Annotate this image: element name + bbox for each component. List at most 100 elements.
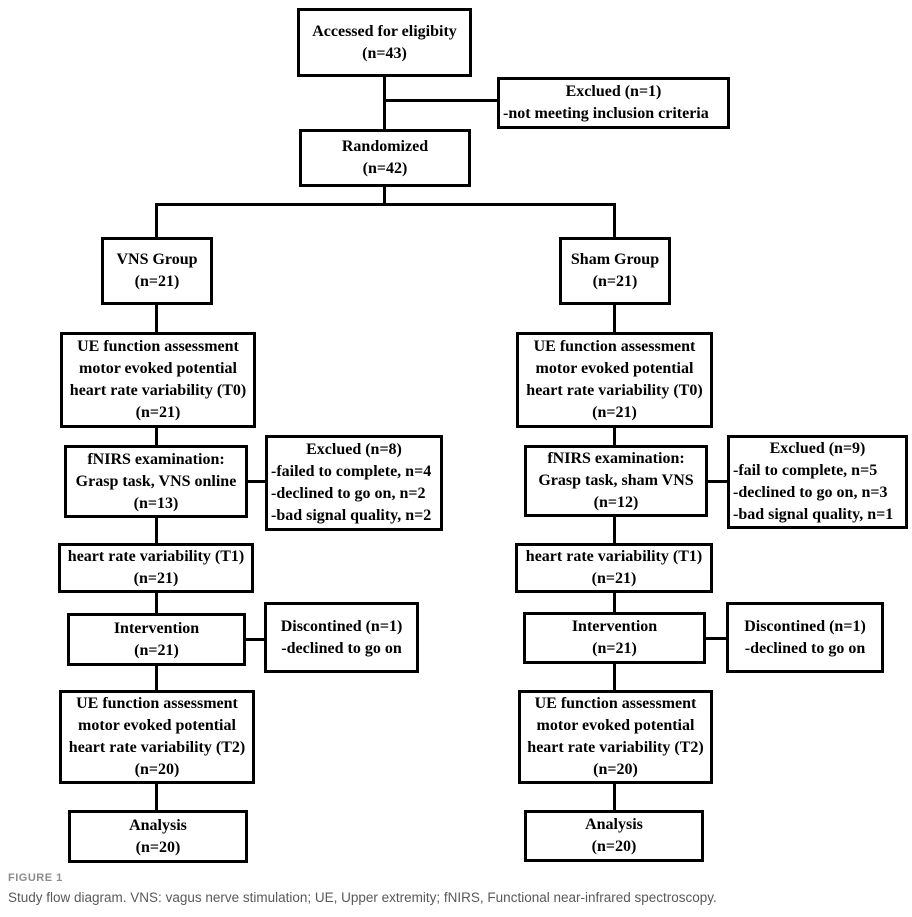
- connector-randomized-split: [383, 184, 386, 206]
- box-count: (n=21): [592, 273, 638, 290]
- connector-vns-t1-intervention: [155, 590, 158, 615]
- box-count: (n=20): [591, 838, 637, 855]
- box-excluded-screening: Exclued (n=1) -not meeting inclusion cri…: [497, 77, 730, 129]
- connector-sham-intervention-discontinued: [703, 637, 729, 640]
- connector-vns-fnirs-t1: [155, 516, 158, 545]
- box-text: Discontined (n=1): [744, 617, 866, 635]
- figure-caption-label: FIGURE 1: [8, 872, 63, 884]
- connector-shamgroup-t0: [613, 302, 616, 334]
- box-text: motor evoked potential: [79, 360, 237, 377]
- box-text: Intervention: [571, 618, 658, 635]
- box-text: VNS Group: [116, 251, 198, 268]
- figure-caption: FIGURE 1 Study flow diagram. VNS: vagus …: [8, 872, 717, 905]
- box-sham-analysis: Analysis (n=20): [524, 810, 704, 862]
- connector-vns-t2-analysis: [155, 781, 158, 812]
- connector-sham-intervention-t2: [613, 661, 616, 693]
- box-reason: -not meeting inclusion criteria: [503, 105, 709, 122]
- connector-sham-t2-analysis: [613, 781, 616, 812]
- box-vns-fnirs-examination: fNIRS examination: Grasp task, VNS onlin…: [64, 445, 248, 518]
- box-text: Accessed for eligibity: [312, 22, 457, 40]
- box-reason: -bad signal quality, n=2: [271, 507, 432, 524]
- box-sham-fnirs-excluded: Exclued (n=9) -fail to complete, n=5 -de…: [727, 435, 908, 529]
- box-text: UE function assessment: [76, 695, 238, 712]
- connector-sham-fnirs-excluded: [705, 480, 729, 483]
- box-text: motor evoked potential: [535, 360, 694, 377]
- box-randomized: Randomized (n=42): [299, 129, 471, 187]
- box-sham-intervention: Intervention (n=21): [523, 612, 706, 664]
- box-text: Exclued (n=1): [565, 83, 662, 100]
- box-count: (n=21): [591, 570, 637, 587]
- box-count: (n=21): [135, 404, 181, 421]
- box-text: fNIRS examination:: [87, 450, 225, 468]
- connector-accessed-excluded: [383, 99, 499, 102]
- box-text: heart rate variability (T2): [527, 739, 704, 756]
- box-reason: -declined to go on: [281, 639, 402, 657]
- box-vns-t2-assessment: UE function assessment motor evoked pote…: [59, 690, 255, 784]
- box-text: Analysis: [585, 816, 643, 833]
- box-sham-group: Sham Group (n=21): [559, 237, 671, 305]
- box-count: (n=13): [133, 494, 179, 512]
- box-vns-discontinued: Discontined (n=1) -declined to go on: [264, 602, 419, 673]
- box-count: (n=21): [592, 404, 637, 421]
- box-count: (n=21): [134, 273, 180, 290]
- box-text: Sham Group: [570, 251, 660, 268]
- box-text: motor evoked potential: [536, 717, 695, 734]
- connector-vns-fnirs-excluded: [245, 480, 267, 483]
- box-count: (n=20): [135, 838, 181, 856]
- box-count: (n=42): [362, 160, 408, 177]
- connector-accessed-randomized: [383, 75, 386, 131]
- box-count: (n=43): [362, 44, 407, 62]
- box-text: UE function assessment: [533, 338, 696, 355]
- connector-sham-fnirs-t1: [613, 515, 616, 545]
- box-text: heart rate variability (T2): [68, 739, 246, 756]
- box-reason: -declined to go on, n=3: [733, 484, 888, 501]
- box-reason: -fail to complete, n=5: [733, 462, 878, 479]
- box-text: UE function assessment: [77, 338, 239, 355]
- box-text: heart rate variability (T1): [525, 548, 703, 565]
- box-text: Discontined (n=1): [280, 617, 403, 635]
- figure-caption-text: Study flow diagram. VNS: vagus nerve sti…: [8, 890, 717, 905]
- box-reason: -declined to go on, n=2: [271, 485, 426, 502]
- box-text: Intervention: [113, 619, 200, 637]
- box-text: motor evoked potential: [78, 717, 236, 734]
- box-count: (n=12): [593, 494, 639, 511]
- box-accessed-for-eligibility: Accessed for eligibity (n=43): [297, 8, 472, 77]
- box-count: (n=20): [593, 761, 638, 778]
- box-reason: -failed to complete, n=4: [271, 463, 432, 480]
- box-count: (n=21): [134, 641, 179, 659]
- box-sham-t1-hrv: heart rate variability (T1) (n=21): [515, 543, 713, 593]
- box-count: (n=21): [133, 570, 179, 587]
- box-text: heart rate variability (T1): [67, 548, 245, 565]
- connector-vnsgroup-t0: [155, 302, 158, 334]
- connector-vns-intervention-t2: [155, 663, 158, 692]
- box-text: fNIRS examination:: [547, 450, 685, 467]
- box-sham-t0-assessment: UE function assessment motor evoked pote…: [516, 332, 713, 428]
- box-vns-intervention: Intervention (n=21): [67, 613, 246, 666]
- connector-vns-intervention-discontinued: [243, 638, 267, 641]
- box-count: (n=20): [134, 761, 180, 778]
- box-sham-fnirs-examination: fNIRS examination: Grasp task, sham VNS …: [524, 445, 708, 517]
- box-sham-discontinued: Discontined (n=1) -declined to go on: [726, 602, 884, 673]
- box-vns-group: VNS Group (n=21): [101, 237, 213, 305]
- box-vns-t0-assessment: UE function assessment motor evoked pote…: [60, 332, 256, 428]
- connector-sham-t0-fnirs: [613, 426, 616, 447]
- connector-split-vns: [155, 203, 158, 239]
- box-reason: -declined to go on: [744, 639, 866, 657]
- box-text: Analysis: [129, 816, 187, 834]
- box-vns-t1-hrv: heart rate variability (T1) (n=21): [58, 543, 254, 593]
- connector-vns-t0-fnirs: [155, 426, 158, 447]
- box-text: UE function assessment: [534, 695, 697, 712]
- box-reason: -bad signal quality, n=1: [733, 506, 894, 523]
- box-text: Grasp task, VNS online: [75, 472, 237, 490]
- connector-split-horizontal: [155, 203, 616, 206]
- box-text: heart rate variability (T0): [69, 382, 247, 399]
- box-count: (n=21): [592, 640, 637, 657]
- box-vns-analysis: Analysis (n=20): [68, 810, 248, 863]
- box-sham-t2-assessment: UE function assessment motor evoked pote…: [518, 690, 713, 784]
- box-text: Grasp task, sham VNS: [538, 472, 694, 489]
- box-text: heart rate variability (T0): [526, 382, 703, 399]
- connector-split-sham: [613, 203, 616, 239]
- box-text: Exclued (n=9): [769, 440, 866, 457]
- box-text: Randomized: [341, 138, 429, 155]
